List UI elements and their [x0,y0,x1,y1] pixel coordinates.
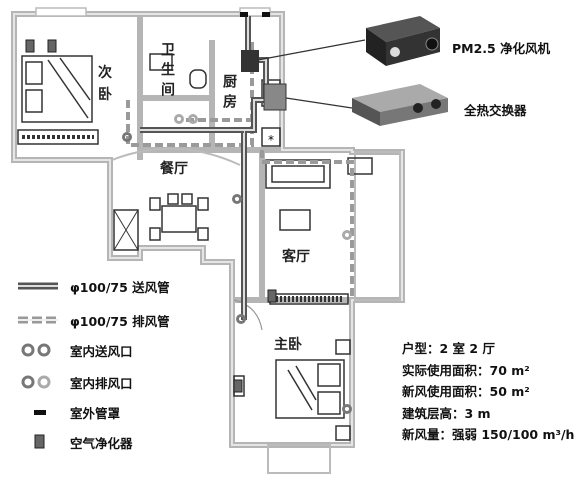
room-bathroom: 卫生间 [159,42,175,102]
exchanger-box [263,83,287,111]
legend-exhaust-vent-label: 室内排风口 [70,375,133,391]
supply-vent-swatch [14,340,64,360]
supply-vent-dining [232,194,242,204]
dining-arch [111,147,241,166]
info-fresh-air-area: 新风使用面积：50 m² [402,384,530,399]
legend-exhaust-vent: 室内排风口 [14,372,133,392]
supply-duct-swatch [14,276,64,296]
wardrobe-second [17,129,99,145]
dining-table [149,193,209,241]
legend-supply-duct: φ100/75 送风管 [14,276,170,296]
air-purifier-2 [47,39,57,53]
outdoor-hood-1 [240,12,248,17]
label-pm25-fan: PM2.5 净化风机 [452,41,551,56]
asterisk: * [268,133,274,147]
exhaust-duct [126,40,354,300]
apartment-info: 户型：2 室 2 厅 实际使用面积：70 m² 新风使用面积：50 m² 建筑层… [402,338,574,446]
room-living: 客厅 [282,249,310,265]
cabinet [113,209,139,251]
exhaust-vent-bathroom [174,114,184,124]
legend-exhaust-duct: φ100/75 排风管 [14,310,170,330]
info-usable-area: 实际使用面积：70 m² [402,362,530,378]
wall-inner [13,13,403,446]
air-purifier-swatch [14,432,64,452]
balcony-top [354,151,401,301]
exhaust-duct-swatch [14,310,64,330]
legend-supply-duct-label: φ100/75 送风管 [70,279,170,295]
legend-supply-vent-label: 室内送风口 [70,343,133,359]
info-floor-height: 建筑层高：3 m [402,405,491,421]
air-purifier-4 [233,379,243,393]
legend-outdoor-hood: 室外管罩 [14,402,120,422]
room-dining: 餐厅 [160,161,188,177]
info-air-volume: 新风量：强弱 150/100 m³/h [402,427,575,442]
air-purifier-3 [267,289,277,303]
window-top-left [35,7,87,17]
exhaust-vent-bathroom-2 [188,114,198,124]
supply-vent-living [236,314,246,324]
legend-air-purifier-label: 空气净化器 [70,435,133,451]
heat-exchanger-device [352,84,448,126]
bed-second [21,55,93,123]
nightstand-1 [335,339,351,355]
room-master-bedroom: 主卧 [274,337,302,353]
room-kitchen: 厨房 [221,74,237,114]
door-swing [233,299,263,331]
kitchen-sink [261,127,281,147]
exhaust-vent-swatch [14,372,64,392]
outdoor-hood-swatch [14,402,64,422]
fan-unit-box [241,50,259,72]
coffee-table [279,209,311,231]
legend-air-purifier: 空气净化器 [14,432,133,452]
bed-master [275,359,345,419]
info-layout: 户型：2 室 2 厅 [402,341,495,356]
sink [149,53,173,71]
outdoor-hood-2 [262,12,270,17]
legend-outdoor-hood-label: 室外管罩 [70,405,121,421]
air-purifier-1 [25,39,35,53]
sofa [265,159,331,189]
tall-cabinet [347,157,373,175]
toilet [189,69,207,89]
label-heat-exchanger: 全热交换器 [464,103,527,118]
leader-fan [257,39,366,61]
leader-exchanger [285,97,353,109]
nightstand-2 [335,425,351,441]
legend-supply-vent: 室内送风口 [14,340,133,360]
room-second-bedroom: 次 卧 [98,65,112,103]
supply-vent-master [342,404,352,414]
pm25-fan-device [366,16,440,66]
legend-exhaust-duct-label: φ100/75 排风管 [70,313,170,329]
bay-window-bottom [267,444,331,474]
exhaust-vent-living [342,230,352,240]
supply-vent-second-bedroom [122,132,132,142]
